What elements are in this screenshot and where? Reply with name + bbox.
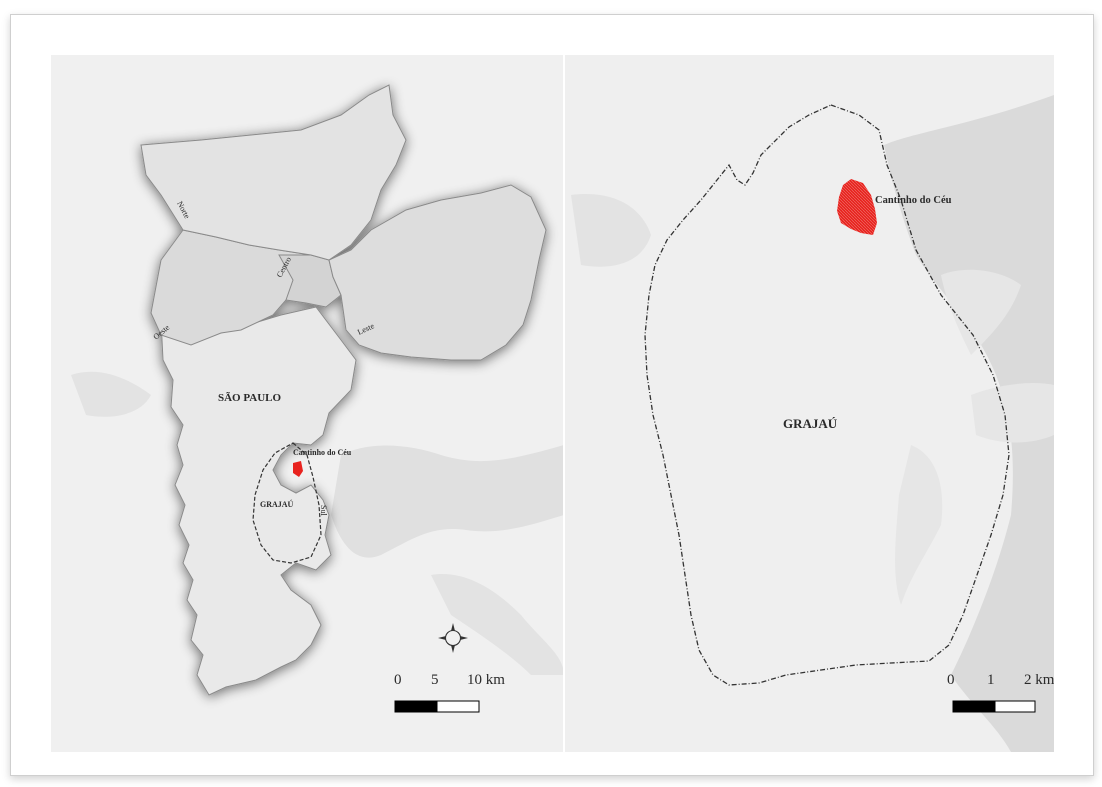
label-cantinho-left: Cantinho do Céu (293, 448, 352, 457)
label-sao-paulo: SÃO PAULO (218, 392, 281, 404)
scale-bar-left: 0 5 10 km (394, 672, 505, 713)
svg-text:0: 0 (394, 672, 402, 688)
svg-text:5: 5 (431, 672, 439, 688)
cantinho-do-ceu-right (837, 179, 877, 235)
label-zone-sul: Sul (319, 505, 328, 516)
svg-text:1: 1 (987, 672, 995, 688)
cantinho-do-ceu-left (293, 461, 303, 477)
svg-text:2 km: 2 km (1024, 672, 1055, 688)
label-grajau-left: GRAJAÚ (260, 499, 294, 509)
compass-rose-icon (438, 623, 468, 653)
reservoir-water (331, 445, 564, 558)
svg-text:10 km: 10 km (467, 672, 505, 688)
right-map-panel: GRAJAÚ Cantinho do Céu 0 1 2 km (564, 55, 1055, 752)
zone-norte (140, 84, 407, 261)
grajau-boundary-right (644, 104, 1010, 686)
label-grajau-right: GRAJAÚ (783, 416, 838, 431)
left-map-panel: SÃO PAULO GRAJAÚ Cantinho do Céu Norte C… (51, 55, 564, 752)
scale-bar-right: 0 1 2 km (947, 672, 1055, 713)
map-figure: SÃO PAULO GRAJAÚ Cantinho do Céu Norte C… (51, 55, 1055, 752)
label-cantinho-right: Cantinho do Céu (875, 195, 952, 206)
map-figure-frame: SÃO PAULO GRAJAÚ Cantinho do Céu Norte C… (10, 14, 1094, 776)
zone-leste (328, 184, 547, 361)
svg-text:0: 0 (947, 672, 955, 688)
sao-paulo-city-boundary (160, 306, 357, 696)
grajau-boundary-left (252, 442, 322, 564)
reservoir-water-right (884, 95, 1054, 752)
